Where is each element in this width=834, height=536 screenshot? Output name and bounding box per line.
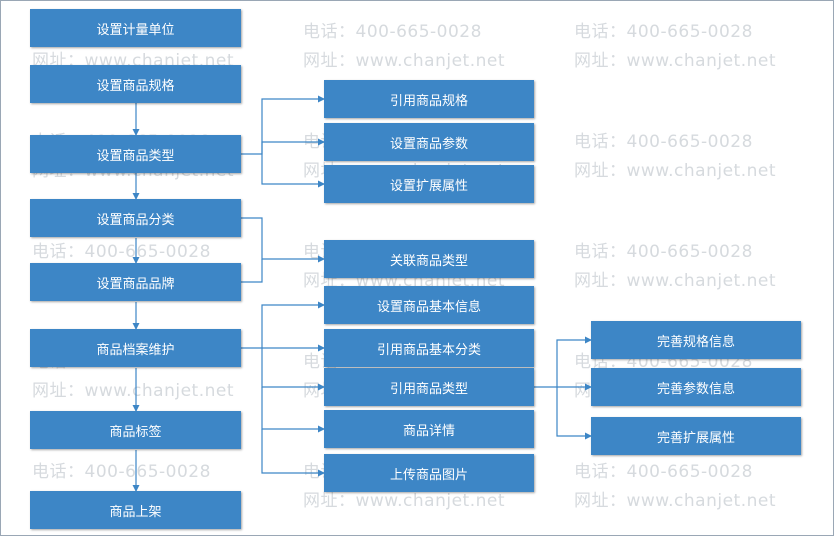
arrow-to-upload-images	[261, 429, 325, 477]
watermark-web: 网址：www.chanjet.net	[303, 51, 506, 71]
node-complete-param-info: 完善参数信息	[591, 368, 801, 406]
watermark-phone: 电话：400-665-0028	[32, 242, 211, 262]
watermark: 电话：400-665-0028 网址：www.chanjet.net	[574, 238, 814, 296]
watermark-phone: 电话：400-665-0028	[574, 22, 753, 42]
node-set-spec: 设置商品规格	[30, 65, 241, 103]
watermark-web: 网址：www.chanjet.net	[574, 161, 777, 181]
node-ref-basic-category: 引用商品基本分类	[324, 329, 534, 367]
arrow-to-ext-attr-info	[556, 387, 592, 440]
watermark-web: 网址：www.chanjet.net	[574, 51, 777, 71]
node-archive-maintenance: 商品档案维护	[30, 329, 241, 367]
watermark: 电话：400-665-0028 网址：www.chanjet.net	[303, 18, 543, 76]
line-brand-to-link-type	[241, 259, 263, 283]
watermark-phone: 电话：400-665-0028	[32, 462, 211, 482]
node-set-type: 设置商品类型	[30, 135, 241, 173]
node-set-ext-attrs: 设置扩展属性	[324, 165, 534, 203]
arrow-to-ref-type	[261, 348, 325, 391]
watermark-web: 网址：www.chanjet.net	[32, 381, 235, 401]
node-basic-info: 设置商品基本信息	[324, 286, 534, 324]
arrow-category-to-link-type	[241, 217, 325, 263]
node-details: 商品详情	[324, 410, 534, 448]
watermark-phone: 电话：400-665-0028	[574, 132, 753, 152]
watermark-phone: 电话：400-665-0028	[574, 242, 753, 262]
arrow-to-ref-spec	[241, 95, 325, 155]
node-product-tag: 商品标签	[30, 411, 241, 449]
arrow-to-set-ext-attrs	[261, 154, 325, 188]
node-set-brand: 设置商品品牌	[30, 263, 241, 301]
arrow-to-set-params	[261, 138, 325, 154]
arrow-to-spec-info	[534, 336, 592, 388]
node-upload-images: 上传商品图片	[324, 454, 534, 492]
watermark: 电话：400-665-0028 网址：www.chanjet.net	[574, 128, 814, 186]
watermark-phone: 电话：400-665-0028	[303, 22, 482, 42]
watermark-phone: 电话：400-665-0028	[574, 462, 753, 482]
arrow-to-details	[261, 387, 325, 433]
watermark-web: 网址：www.chanjet.net	[574, 491, 777, 511]
node-complete-ext-attrs: 完善扩展属性	[591, 417, 801, 455]
watermark-web: 网址：www.chanjet.net	[574, 271, 777, 291]
node-set-unit: 设置计量单位	[30, 9, 241, 47]
node-set-params: 设置商品参数	[324, 123, 534, 161]
watermark-web: 网址：www.chanjet.net	[303, 491, 506, 511]
node-product-shelf: 商品上架	[30, 491, 241, 529]
node-set-category: 设置商品分类	[30, 199, 241, 237]
watermark: 电话：400-665-0028 网址：www.chanjet.net	[574, 18, 814, 76]
node-ref-spec: 引用商品规格	[324, 80, 534, 118]
arrow-to-basic-info	[241, 301, 325, 349]
watermark: 电话：400-665-0028 网址：www.chanjet.net	[574, 458, 814, 516]
node-ref-type: 引用商品类型	[324, 368, 534, 406]
node-link-type: 关联商品类型	[324, 240, 534, 278]
node-complete-spec-info: 完善规格信息	[591, 321, 801, 359]
